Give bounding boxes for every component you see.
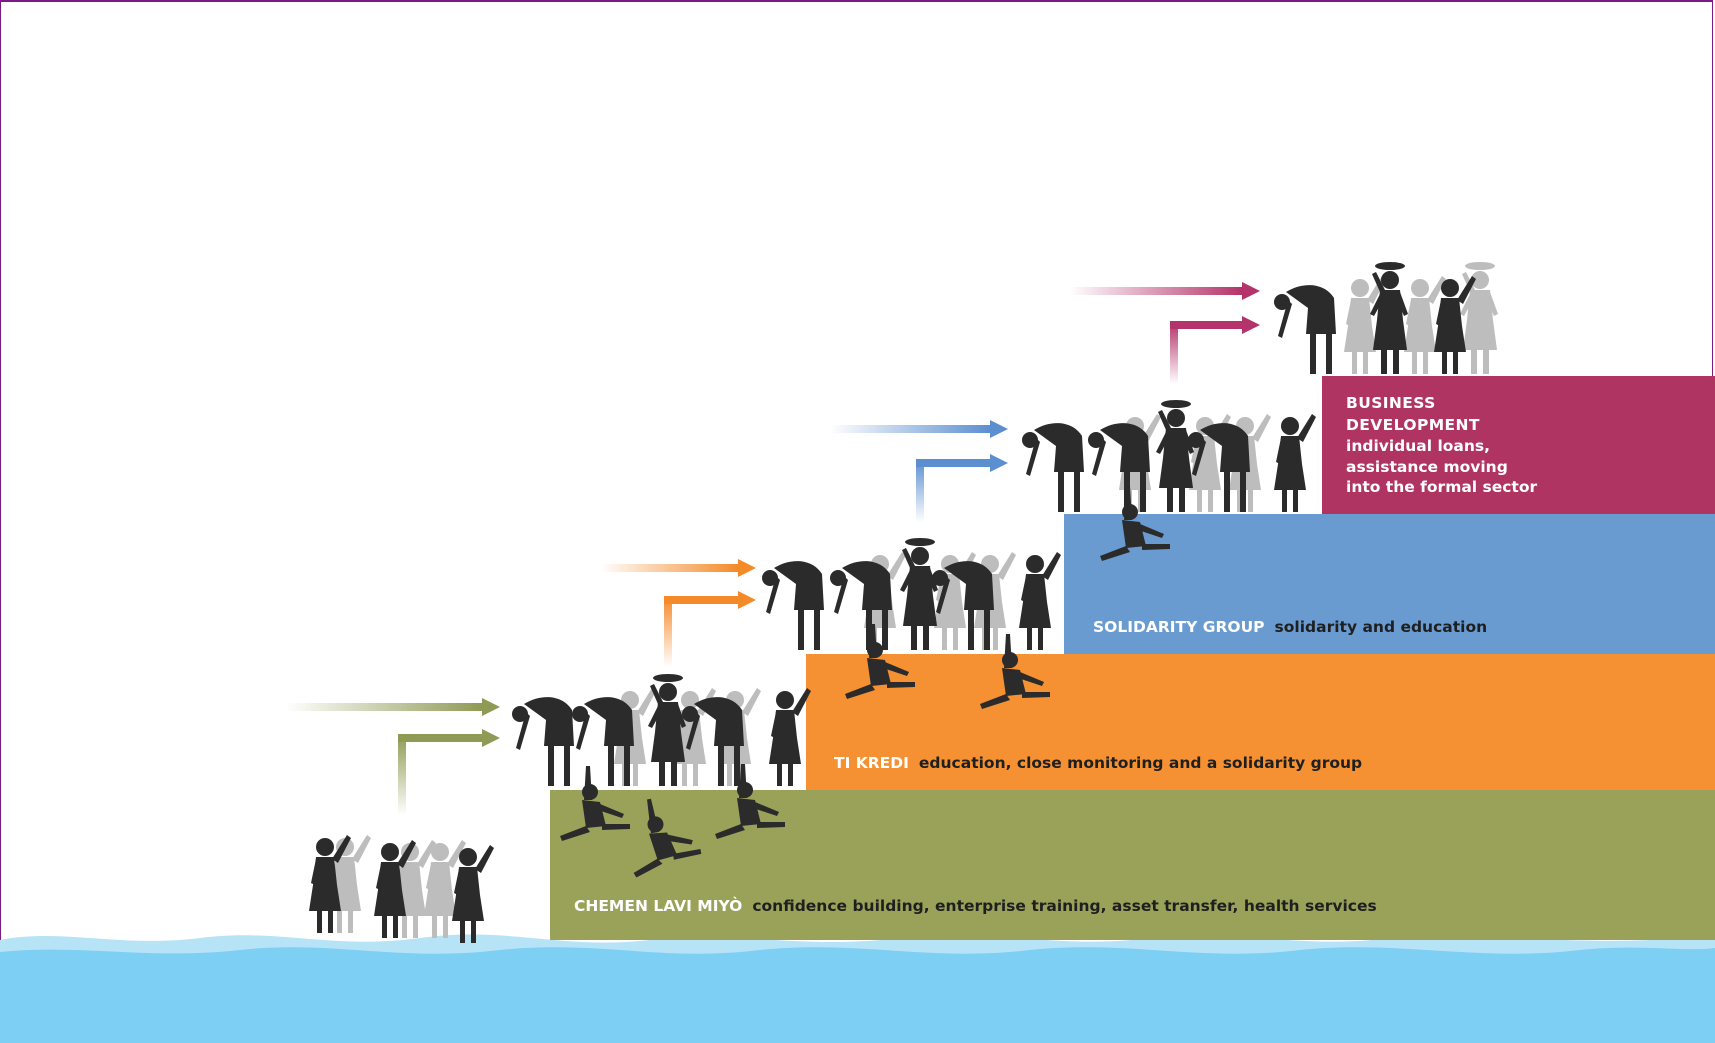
step3-label: SOLIDARITY GROUP solidarity and education	[1093, 617, 1487, 636]
step3-name: SOLIDARITY GROUP	[1093, 618, 1265, 636]
step2-label: TI KREDI education, close monitoring and …	[834, 753, 1362, 772]
step2-name: TI KREDI	[834, 754, 909, 772]
step1-description: confidence building, enterprise training…	[752, 897, 1377, 915]
step4-name-line1: BUSINESS	[1346, 394, 1436, 412]
arrow-forward-orange	[600, 559, 756, 577]
step-ti-kredi	[806, 654, 1715, 790]
arrow-forward-pink	[1070, 282, 1260, 300]
step1-label: CHEMEN LAVI MIYÒ confidence building, ent…	[574, 896, 1377, 915]
step4-description-line3: into the formal sector	[1346, 478, 1538, 496]
arrow-up-orange	[664, 591, 756, 667]
step4-description-line2: assistance moving	[1346, 457, 1508, 476]
water	[0, 934, 1715, 1043]
step2-description: education, close monitoring and a solida…	[918, 754, 1363, 772]
arrow-up-green	[398, 729, 500, 815]
arrow-up-blue	[916, 454, 1008, 522]
step3-description: solidarity and education	[1274, 618, 1488, 636]
arrow-forward-green	[286, 698, 500, 716]
arrow-up-pink	[1170, 316, 1260, 384]
step4-name-line2: DEVELOPMENT	[1346, 416, 1480, 434]
women-group-step4	[1274, 262, 1498, 374]
arrow-forward-blue	[830, 420, 1008, 438]
step-chemen-lavi-miyo	[550, 790, 1715, 940]
women-group-water	[309, 835, 494, 943]
step-business-development	[1322, 376, 1715, 514]
step4-label: BUSINESS DEVELOPMENT individual loans, a…	[1346, 392, 1537, 498]
step1-name: CHEMEN LAVI MIYÒ	[574, 897, 743, 915]
step-solidarity-group	[1064, 514, 1715, 654]
step4-description-line1: individual loans,	[1346, 437, 1491, 455]
